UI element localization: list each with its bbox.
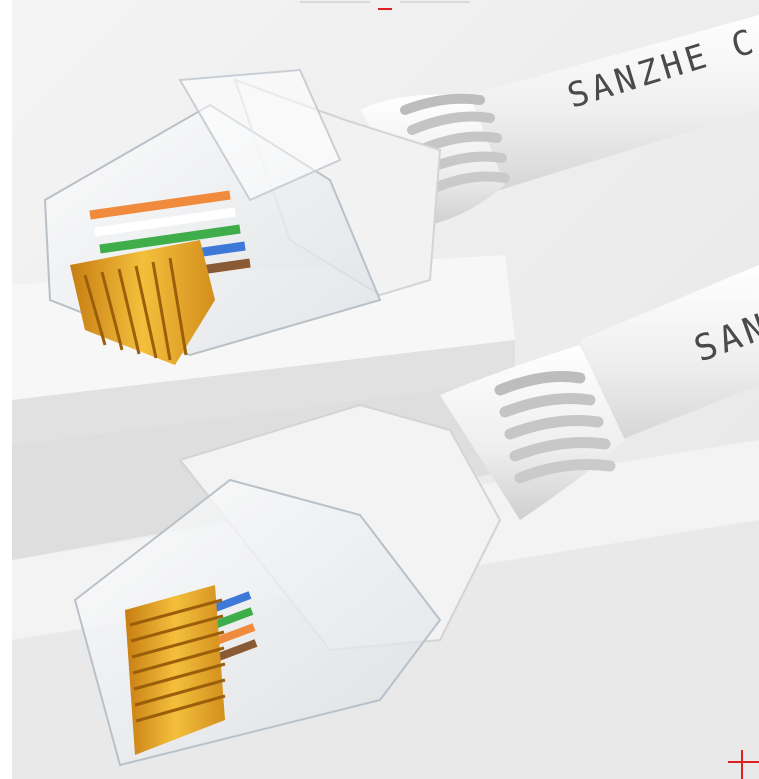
- crop-mark-icon: [300, 1, 470, 10]
- lower-gold-contacts: [125, 585, 226, 755]
- left-frame-strip: [0, 0, 12, 779]
- upper-pedestal-side: [12, 340, 515, 445]
- upper-gold-contacts: [70, 240, 215, 365]
- upper-rj45-plug: [43, 68, 382, 365]
- crop-mark-icon: [728, 750, 759, 779]
- lower-rj45-plug: [73, 478, 442, 767]
- lower-cable: SANZ: [580, 265, 759, 440]
